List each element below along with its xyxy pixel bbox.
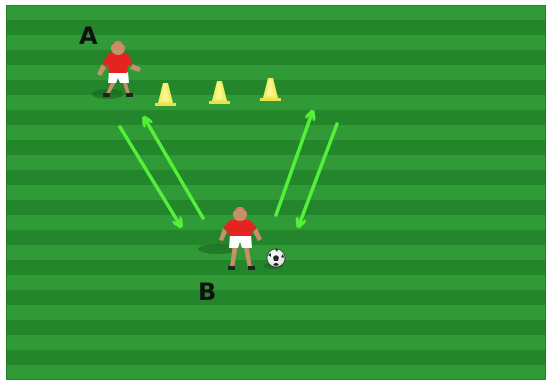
pitch-stripe <box>6 140 546 155</box>
pitch <box>6 5 546 380</box>
pitch-stripe <box>6 350 546 365</box>
pitch-stripe <box>6 290 546 305</box>
pitch-stripe <box>6 230 546 245</box>
player-label-b: B <box>198 278 216 306</box>
pitch-stripe <box>6 320 546 335</box>
pitch-stripe <box>6 50 546 65</box>
pitch-stripe <box>6 110 546 125</box>
player-label-a: A <box>79 22 98 50</box>
pitch-stripe <box>6 170 546 185</box>
